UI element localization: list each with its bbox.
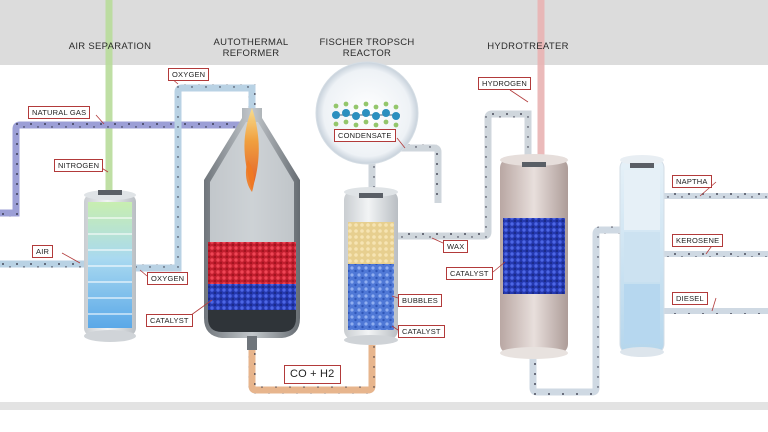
- gtl-logo-icon: [98, 190, 122, 195]
- label-catalyst-hydrotreater: CATALYST: [446, 267, 493, 280]
- label-diesel: DIESEL: [672, 292, 708, 305]
- label-oxygen-top: OXYGEN: [168, 68, 210, 81]
- stage-title-hydrotreater: HYDROTREATER: [487, 41, 569, 52]
- label-natural-gas: NATURAL GAS: [28, 106, 91, 119]
- label-air: AIR: [32, 245, 54, 258]
- stage-title-air-separation: AIR SEPARATION: [68, 41, 152, 52]
- label-wax: WAX: [443, 240, 469, 253]
- label-nitrogen: NITROGEN: [54, 159, 104, 172]
- distillation-column: [619, 155, 665, 357]
- stage-title-autothermal-reformer: AUTOTHERMAL REFORMER: [213, 37, 289, 59]
- autothermal-reformer: [204, 108, 300, 350]
- label-condensate: CONDENSATE: [334, 129, 396, 142]
- fischer-tropsch-reactor: [344, 187, 398, 345]
- header-band: [0, 0, 768, 65]
- floor-shadow: [0, 402, 768, 410]
- air-separation-column: [84, 190, 136, 342]
- label-oxygen-side: OXYGEN: [147, 272, 189, 285]
- hydrotreater: [500, 154, 568, 359]
- label-kerosene: KEROSENE: [672, 234, 724, 247]
- label-naptha: NAPTHA: [672, 175, 712, 188]
- hydrocarbon-chain-molecule-icon: [315, 61, 419, 165]
- label-bubbles: BUBBLES: [398, 294, 442, 307]
- stage-title-fischer-tropsch-reactor: FISCHER TROPSCH REACTOR: [319, 37, 415, 59]
- label-hydrogen: HYDROGEN: [478, 77, 531, 90]
- label-co-h2: CO + H2: [284, 365, 341, 384]
- label-catalyst-ft: CATALYST: [398, 325, 445, 338]
- label-catalyst-reformer: CATALYST: [146, 314, 193, 327]
